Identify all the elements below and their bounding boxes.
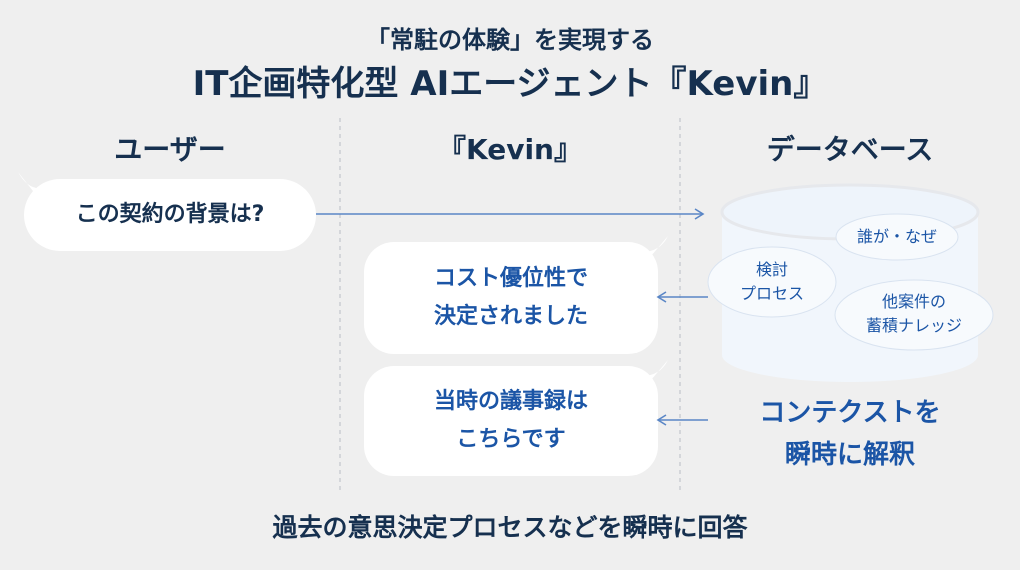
title-line1: 「常駐の体験」を実現する [366, 26, 654, 54]
kevin-answer-2-line2: こちらです [456, 427, 566, 452]
db-item-knowledge-line2: 蓄積ナレッジ [865, 316, 962, 335]
column-header-database: データベース [766, 133, 934, 166]
database-cylinder [707, 183, 994, 382]
kevin-answer-1-line1: コスト優位性で [433, 266, 588, 291]
kevin-answer-2-line1: 当時の議事録は [433, 389, 588, 414]
column-header-user: ユーザー [114, 133, 226, 166]
kevin-bubble-shape [364, 236, 668, 354]
user-bubble-shape [18, 172, 316, 251]
kevin-answer-2: 当時の議事録は こちらです [364, 383, 658, 459]
kevin-bubble-shape [364, 360, 668, 476]
column-header-kevin: 『Kevin』 [438, 133, 582, 166]
context-label: コンテクストを 瞬時に解釈 [700, 392, 1000, 476]
context-label-line2: 瞬時に解釈 [784, 440, 915, 470]
db-item-who-why: 誰が・なぜ [856, 227, 937, 246]
footer-caption: 過去の意思決定プロセスなどを瞬時に回答 [272, 513, 748, 542]
user-question: この契約の背景は? [75, 202, 265, 227]
kevin-answer-1-line2: 決定されました [433, 304, 588, 329]
db-item-process: 検討 プロセス [708, 258, 836, 306]
kevin-answer-1: コスト優位性で 決定されました [364, 260, 658, 336]
db-item-process-line2: プロセス [739, 284, 804, 303]
db-item-knowledge-line1: 他案件の [881, 292, 946, 311]
title-line2: IT企画特化型 AIエージェント『Kevin』 [192, 64, 828, 104]
db-item-process-line1: 検討 [755, 260, 788, 279]
db-item-knowledge: 他案件の 蓄積ナレッジ [835, 290, 993, 338]
context-label-line1: コンテクストを [759, 398, 941, 428]
